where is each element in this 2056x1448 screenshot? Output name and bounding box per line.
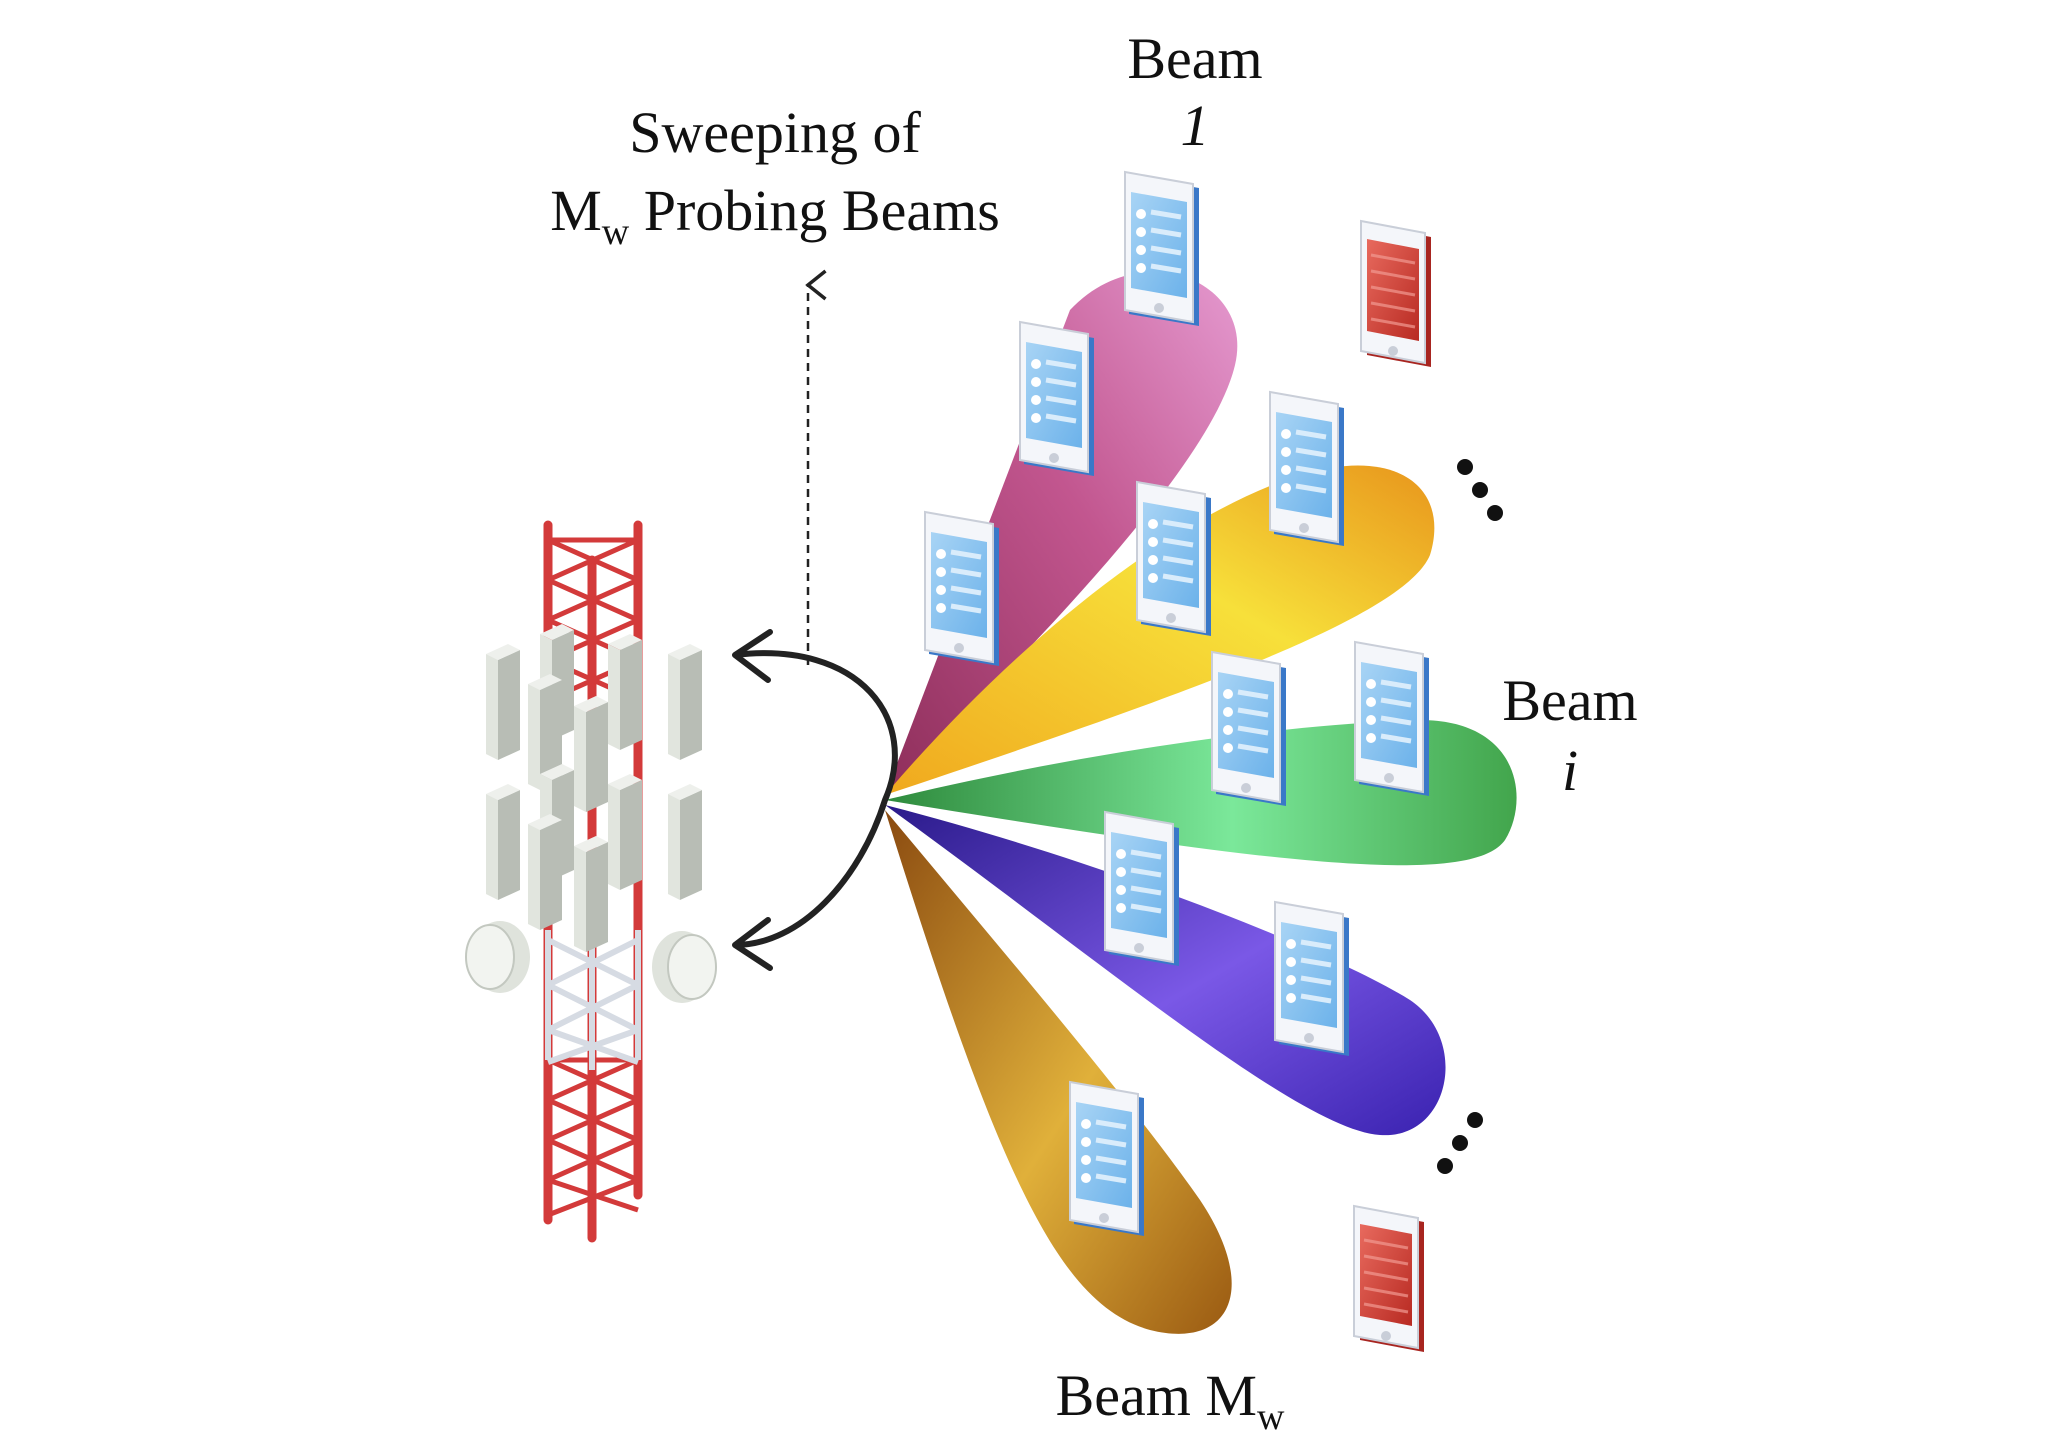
beam-lobe-2	[885, 465, 1435, 795]
cell-tower-icon	[465, 520, 717, 1243]
smartphone-icon	[1212, 652, 1286, 806]
smartphone-icon	[1355, 642, 1429, 796]
beam-1-label-index: 1	[1181, 93, 1210, 158]
sweep-label-line1: Sweeping of	[629, 100, 921, 165]
beam-1-label-word: Beam	[1127, 26, 1262, 91]
smartphone-icon	[1137, 482, 1211, 636]
smartphone-icon	[1105, 812, 1179, 966]
smartphone-icon	[1125, 172, 1199, 326]
beam-i-label-index: i	[1562, 738, 1578, 803]
smartphone-icon	[1020, 322, 1094, 476]
smartphone-icon	[925, 512, 999, 666]
smartphone-icon	[1070, 1082, 1144, 1236]
beam-lobe-4	[885, 805, 1446, 1136]
sweep-arrow	[732, 629, 898, 971]
ellipsis-icon	[1437, 1112, 1483, 1174]
beam-lobe-mw	[885, 810, 1232, 1334]
smartphone-icon	[1359, 219, 1433, 369]
smartphone-icon	[1352, 1204, 1426, 1354]
beam-lobe-1	[885, 271, 1238, 795]
beam-i-label-word: Beam	[1502, 668, 1637, 733]
beam-mw-label: Beam Mw	[1056, 1363, 1285, 1438]
smartphone-icon	[1270, 392, 1344, 546]
beam-lobes	[885, 271, 1517, 1334]
sweep-label-line2: Mw Probing Beams	[550, 178, 1000, 253]
smartphone-icon	[1275, 902, 1349, 1056]
ellipsis-icon	[1457, 459, 1503, 521]
